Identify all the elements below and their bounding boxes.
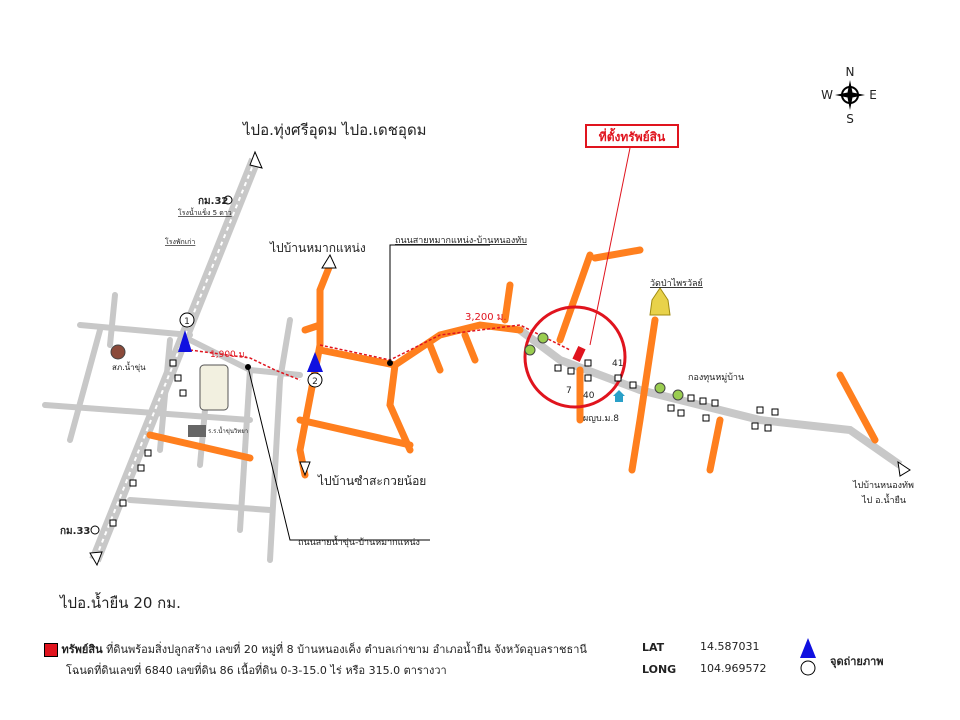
legend-property: ทรัพย์สิน ที่ดินพร้อมสิ่งปลูกสร้าง เลขที… xyxy=(44,640,587,658)
svg-text:W: W xyxy=(821,88,833,102)
lat-value: 14.587031 xyxy=(700,640,760,653)
legend-photo-point-icon xyxy=(800,638,816,676)
pointer-line xyxy=(589,147,631,346)
temple-icon xyxy=(649,287,671,316)
village-road xyxy=(517,326,903,469)
label: โรงน้ำแข็ง 5 ดาว xyxy=(178,206,232,217)
label: ถนนสายหมากแหน่ง-บ้านหนองทับ xyxy=(395,235,527,246)
callout-lines xyxy=(247,244,490,541)
property-circle xyxy=(523,305,627,409)
label: 41 xyxy=(612,359,623,369)
label: วัดป่าไพรวัลย์ xyxy=(650,277,703,289)
label: 3,200 ม. xyxy=(465,312,507,323)
legend-deed: โฉนดที่ดินเลขที่ 6840 เลขที่ดิน 86 เนื้อ… xyxy=(66,664,447,677)
property-label-box xyxy=(585,124,679,148)
svg-text:E: E xyxy=(869,88,877,102)
police-icon xyxy=(110,344,126,360)
label: ถนนสายน้ำขุ่น-บ้านหมากแหน่ง xyxy=(298,535,420,548)
school-icon xyxy=(188,425,206,437)
label: 1,900 ม. xyxy=(210,350,247,360)
label: ไปบ้านซำสะกวยน้อย xyxy=(317,474,426,488)
property-swatch xyxy=(44,643,58,657)
lat-label: LAT xyxy=(642,641,665,654)
km32-marker xyxy=(223,195,233,205)
direction-arrows xyxy=(89,150,911,567)
local-roads xyxy=(146,246,879,479)
photo-point-2[interactable]: 2 xyxy=(307,352,323,388)
legend-desc: ที่ดินพร้อมสิ่งปลูกสร้าง เลขที่ 20 หมู่ท… xyxy=(106,643,587,656)
label: กองทุนหมู่บ้าน xyxy=(688,372,744,383)
km33-marker xyxy=(90,525,100,535)
photo-point-1[interactable]: 1 xyxy=(178,312,195,352)
legend-title: ทรัพย์สิน xyxy=(61,643,103,656)
label: สภ.น้ำขุ่น xyxy=(112,361,146,372)
label: ไปบ้านหนองทัพ xyxy=(852,480,914,491)
svg-text:1: 1 xyxy=(184,317,190,327)
svg-text:S: S xyxy=(846,112,854,126)
long-label: LONG xyxy=(642,663,677,676)
town-roads xyxy=(42,292,303,563)
label: 7 xyxy=(566,386,572,396)
property-marker xyxy=(572,345,586,363)
label: ไป อ.น้ำยืน xyxy=(861,493,906,506)
headman-house-icon xyxy=(613,390,625,402)
numbered-spots xyxy=(524,332,684,401)
label: ไปบ้านหมากแหน่ง xyxy=(269,241,366,255)
property-label: ที่ตั้งทรัพย์สิน xyxy=(599,127,666,144)
route-line xyxy=(189,324,571,381)
svg-text:N: N xyxy=(846,65,855,79)
svg-text:2: 2 xyxy=(312,377,318,387)
park xyxy=(199,364,229,411)
label: กม.33 xyxy=(60,526,90,537)
label: ร.ร.น้ำขุ่นวิทยา xyxy=(208,425,248,435)
label-to-north: ไปอ.ทุ่งศรีอุดม ไปอ.เดชอุดม xyxy=(242,121,427,140)
house-icons xyxy=(109,359,779,527)
label: 40 xyxy=(583,391,595,401)
label: กม.32 xyxy=(198,196,228,207)
photo-point-label: จุดถ่ายภาพ xyxy=(830,655,884,668)
label: โรงพักเก่า xyxy=(165,237,195,246)
label: ผญบ.ม.8 xyxy=(583,414,619,424)
compass-icon: N S W E xyxy=(821,65,877,126)
label: ไปอ.น้ำยืน 20 กม. xyxy=(59,592,181,612)
long-value: 104.969572 xyxy=(700,662,767,675)
